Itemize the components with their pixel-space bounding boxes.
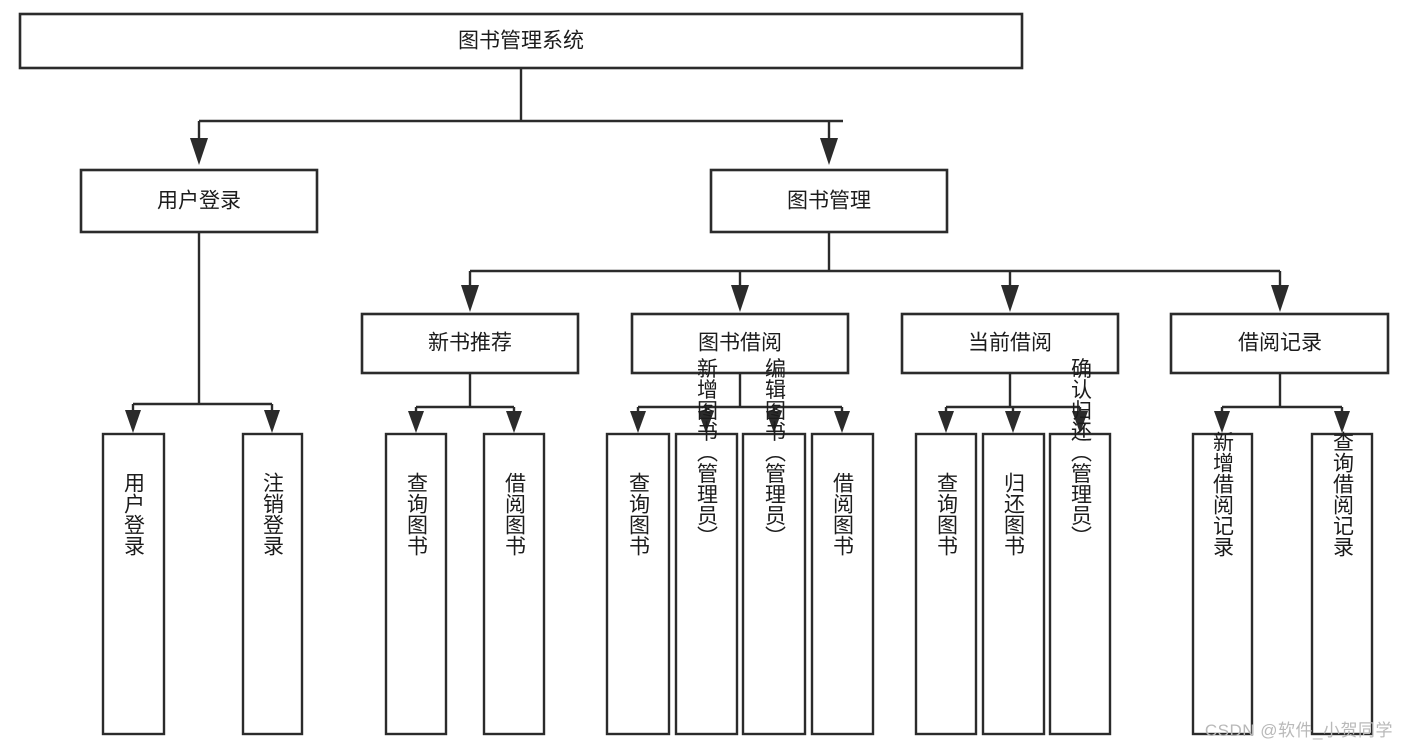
arrowhead-br-leaf2 [1334,411,1350,433]
node-book-borrow-label: 图书借阅 [698,332,782,355]
csdn-watermark: CSDN @软件_小贺同学 [1204,721,1393,740]
arrowhead-cb-leaf2 [1005,411,1021,433]
node-user-login-box[interactable] [79,168,319,234]
leaf-bb-query-book[interactable]: 查询图书 [605,432,671,736]
leaf-cb-return-book[interactable]: 归还图书 [981,432,1046,736]
arrowhead-book-mgmt [820,138,838,165]
connector-group-borrow-record-to-leaves [1214,373,1350,433]
leaf-user-login[interactable]: 用户登录 [101,432,166,736]
node-new-book-recommend[interactable]: 新书推荐 [360,312,580,375]
leaf-br-add-record-label: 新增借阅记录 [1211,431,1235,557]
leaf-cb-query-book-box[interactable] [914,432,978,736]
leaf-logout-label: 注销登录 [261,472,285,556]
node-current-borrow[interactable]: 当前借阅 [900,312,1120,375]
node-root-box[interactable] [18,12,1024,70]
connector-group-root-to-level2 [190,68,843,165]
node-borrow-record-label: 借阅记录 [1238,332,1322,355]
leaf-user-login-label: 用户登录 [122,472,146,556]
leaf-cb-confirm-return-admin[interactable]: 确认归还（管理员） [1048,358,1112,736]
leaf-nb-borrow-book-box[interactable] [482,432,546,736]
node-book-management-label: 图书管理 [787,190,871,213]
leaf-nb-borrow-book[interactable]: 借阅图书 [482,432,546,736]
node-book-borrow[interactable]: 图书借阅 [630,312,850,375]
arrowhead-leaf-user-login [125,410,141,433]
leaf-user-login-box[interactable] [101,432,166,736]
leaf-bb-edit-book-admin-box[interactable] [741,432,807,736]
connector-group-user-login-to-leaves [125,232,280,433]
arrowhead-nb-leaf2 [506,411,522,433]
leaf-nb-query-book-label: 查询图书 [405,472,429,556]
leaf-bb-edit-book-admin[interactable]: 编辑图书（管理员） [741,358,807,736]
leaf-br-query-record-box[interactable] [1310,432,1374,736]
leaf-cb-return-book-box[interactable] [981,432,1046,736]
arrowhead-bb-leaf3 [766,411,782,433]
node-root-label: 图书管理系统 [458,30,584,53]
leaf-logout-box[interactable] [241,432,304,736]
leaf-br-add-record-box[interactable] [1191,432,1254,736]
leaf-bb-add-book-admin-box[interactable] [674,432,739,736]
arrowhead-borrow-record [1271,285,1289,312]
connector-group-current-borrow-to-leaves [938,373,1088,433]
arrowhead-current-borrow [1001,285,1019,312]
leaf-cb-confirm-return-admin-box[interactable] [1048,432,1112,736]
node-root-book-management-system[interactable]: 图书管理系统 [18,12,1024,70]
arrowhead-nb-leaf1 [408,411,424,433]
leaf-bb-query-book-box[interactable] [605,432,671,736]
arrowhead-user-login [190,138,208,165]
arrowhead-new-book [461,285,479,312]
connector-group-new-book-to-leaves [408,373,522,433]
node-user-login-label: 用户登录 [157,190,241,213]
node-borrow-record-box[interactable] [1169,312,1390,375]
node-current-borrow-box[interactable] [900,312,1120,375]
node-user-login[interactable]: 用户登录 [79,168,319,234]
arrowhead-cb-leaf3 [1072,411,1088,433]
leaf-br-query-record[interactable]: 查询借阅记录 [1310,431,1374,736]
leaf-cb-query-book[interactable]: 查询图书 [914,432,978,736]
node-borrow-record[interactable]: 借阅记录 [1169,312,1390,375]
node-book-management[interactable]: 图书管理 [709,168,949,234]
arrowhead-bb-leaf1 [630,411,646,433]
arrowhead-leaf-logout [264,410,280,433]
leaf-nb-borrow-book-label: 借阅图书 [503,472,527,556]
leaf-bb-add-book-admin-label: 新增图书（管理员） [695,358,719,547]
leaf-bb-borrow-book[interactable]: 借阅图书 [810,432,875,736]
arrowhead-book-borrow [731,285,749,312]
leaf-br-query-record-label: 查询借阅记录 [1331,431,1355,557]
leaf-br-add-record[interactable]: 新增借阅记录 [1191,431,1254,736]
leaf-cb-confirm-return-admin-label: 确认归还（管理员） [1069,358,1093,547]
leaf-nb-query-book-box[interactable] [384,432,448,736]
node-book-management-box[interactable] [709,168,949,234]
arrowhead-bb-leaf4 [834,411,850,433]
node-book-borrow-box[interactable] [630,312,850,375]
leaf-bb-borrow-book-label: 借阅图书 [831,472,855,556]
connector-group-book-mgmt-to-level3 [461,232,1289,312]
node-new-book-recommend-box[interactable] [360,312,580,375]
leaf-bb-borrow-book-box[interactable] [810,432,875,736]
node-new-book-recommend-label: 新书推荐 [428,332,512,355]
arrowhead-br-leaf1 [1214,411,1230,433]
node-current-borrow-label: 当前借阅 [968,332,1052,355]
arrowhead-bb-leaf2 [698,411,714,433]
leaf-bb-edit-book-admin-label: 编辑图书（管理员） [763,358,787,547]
arrowhead-cb-leaf1 [938,411,954,433]
leaf-bb-add-book-admin[interactable]: 新增图书（管理员） [674,358,739,736]
connector-group-book-borrow-to-leaves [630,373,850,433]
leaf-nb-query-book[interactable]: 查询图书 [384,432,448,736]
leaf-cb-query-book-label: 查询图书 [935,472,959,556]
leaf-cb-return-book-label: 归还图书 [1002,472,1026,556]
leaf-logout[interactable]: 注销登录 [241,432,304,736]
leaf-bb-query-book-label: 查询图书 [627,472,651,556]
